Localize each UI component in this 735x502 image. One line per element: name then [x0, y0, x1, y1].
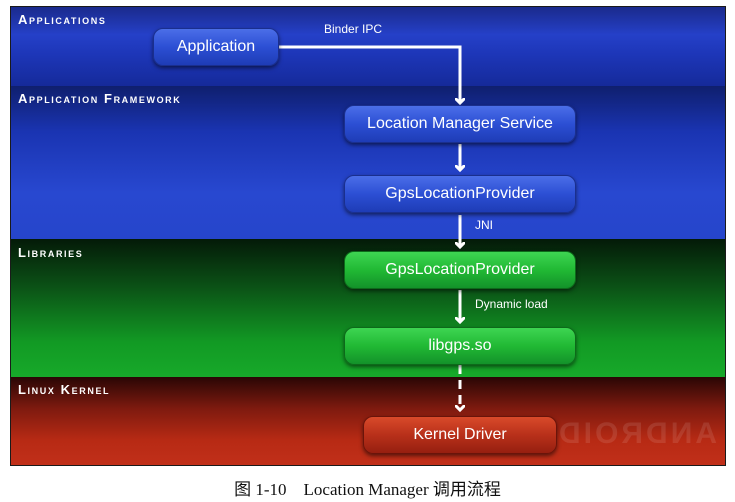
kernel-layer-title: Linux Kernel [18, 382, 111, 397]
application-box-label: Application [176, 38, 256, 55]
figure-caption: 图 1-10 Location Manager 调用流程 [234, 480, 501, 499]
applications-layer-title: Applications [18, 12, 107, 27]
gps-location-provider-library-box: GpsLocationProvider [344, 251, 576, 289]
diagram: Applications Application Framework Libra… [10, 6, 726, 466]
location-manager-service-box: Location Manager Service [344, 105, 576, 143]
arrow-binder-ipc [279, 45, 460, 103]
binder-ipc-label: Binder IPC [324, 22, 383, 36]
libgps-box: libgps.so [344, 327, 576, 365]
kernel-driver-label: Kernel Driver [413, 426, 507, 443]
gps-location-provider-framework-label: GpsLocationProvider [385, 185, 535, 202]
dynamic-load-label: Dynamic load [475, 297, 548, 311]
location-manager-service-label: Location Manager Service [367, 115, 553, 132]
gps-location-provider-library-label: GpsLocationProvider [385, 261, 535, 278]
kernel-driver-box: Kernel Driver [363, 416, 557, 454]
gps-location-provider-framework-box: GpsLocationProvider [344, 175, 576, 213]
framework-layer-title: Application Framework [18, 91, 182, 106]
libraries-layer-title: Libraries [18, 245, 84, 260]
jni-label: JNI [475, 218, 493, 232]
libgps-label: libgps.so [428, 337, 492, 354]
application-box: Application [153, 28, 279, 66]
arrows-layer [279, 45, 726, 466]
